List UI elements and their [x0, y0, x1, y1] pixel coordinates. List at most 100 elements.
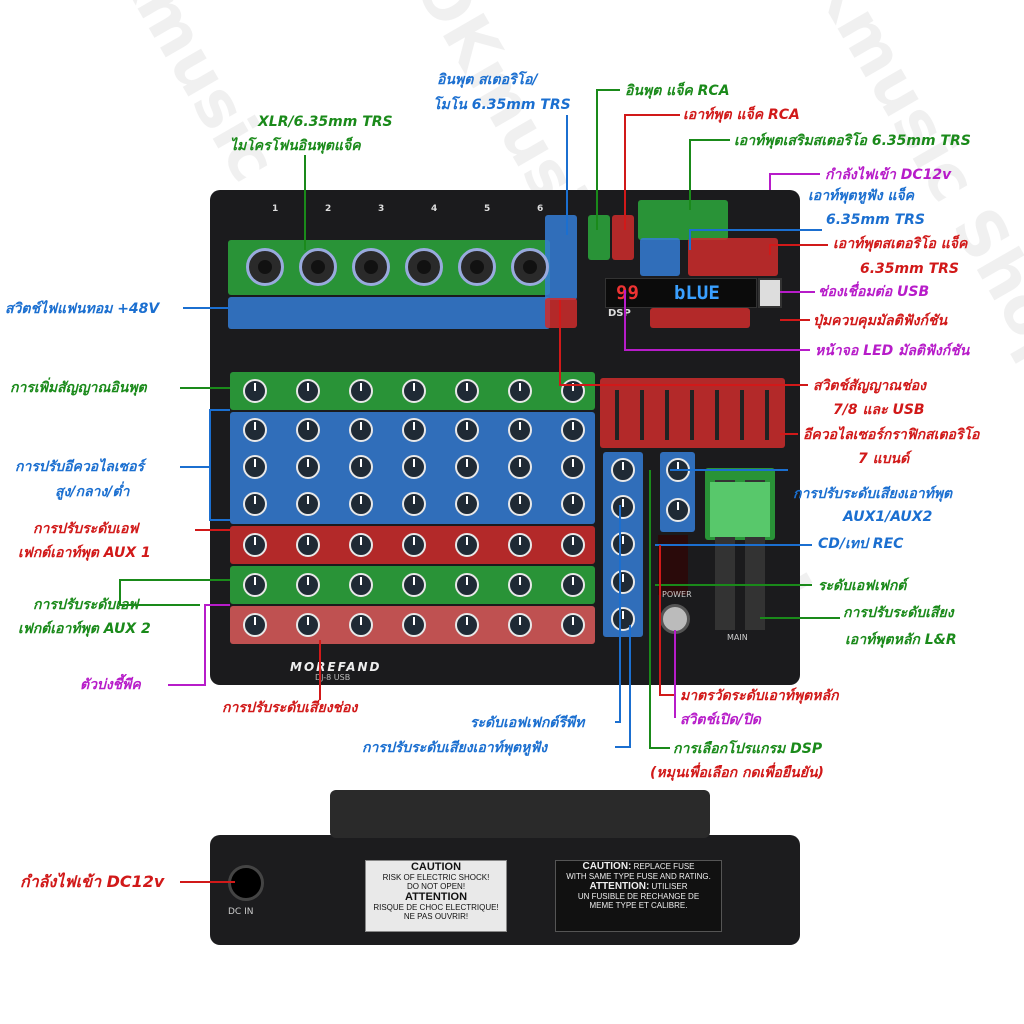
aux1-knob[interactable]	[508, 533, 532, 557]
eq-low-knob[interactable]	[455, 492, 479, 516]
attention-fuse-text: UTILISER	[651, 882, 688, 891]
eq-mid-knob[interactable]	[561, 455, 585, 479]
xlr-jack[interactable]	[352, 248, 390, 286]
cd-tape-knob[interactable]	[611, 570, 635, 594]
mixer-top-view: 1 2 3 4 5 6 99 bLUE DSP	[210, 190, 800, 685]
aux1-knob[interactable]	[296, 533, 320, 557]
eq-slider[interactable]	[690, 390, 694, 440]
xlr-jack[interactable]	[246, 248, 284, 286]
eq-low-knob[interactable]	[349, 492, 373, 516]
aux2-knob[interactable]	[243, 573, 267, 597]
level-knob[interactable]	[508, 613, 532, 637]
xlr-jack[interactable]	[299, 248, 337, 286]
fx-aux2-label: เฟกต์เอาท์พุต AUX 2	[18, 621, 151, 637]
aux-level-label: AUX1/AUX2	[843, 509, 933, 525]
dc-in-jack[interactable]	[228, 865, 264, 901]
aux-send-zone	[638, 200, 728, 240]
attention-fuse-text: UN FUSIBLE DE RECHANGE DE	[577, 892, 700, 901]
level-knob[interactable]	[243, 613, 267, 637]
caution-title: CAUTION	[410, 861, 462, 873]
level-knob[interactable]	[296, 613, 320, 637]
rca-output-label: เอาท์พุต แจ็ค RCA	[683, 107, 800, 123]
model-name: DJ-8 USB	[315, 673, 351, 682]
gain-knob[interactable]	[455, 379, 479, 403]
eq-low-knob[interactable]	[243, 492, 267, 516]
gain-knob[interactable]	[243, 379, 267, 403]
channel-number: 3	[378, 204, 385, 214]
channel-number: 5	[484, 204, 491, 214]
eq-high-knob[interactable]	[402, 418, 426, 442]
aux1-out-knob[interactable]	[666, 458, 690, 482]
aux1-knob[interactable]	[349, 533, 373, 557]
caution-text: DO NOT OPEN!	[406, 882, 466, 891]
xlr-jack[interactable]	[405, 248, 443, 286]
aux1-knob[interactable]	[455, 533, 479, 557]
aux1-knob[interactable]	[243, 533, 267, 557]
fx-repeat-knob[interactable]	[611, 495, 635, 519]
eq-high-knob[interactable]	[349, 418, 373, 442]
repeat-level-label: ระดับเอฟเฟกต์รีพีท	[470, 715, 585, 731]
aux1-knob[interactable]	[402, 533, 426, 557]
dsp-effect-name: bLUE	[674, 282, 720, 304]
eq-slider[interactable]	[715, 390, 719, 440]
eq-high-knob[interactable]	[243, 418, 267, 442]
fx-level-knob[interactable]	[611, 532, 635, 556]
aux2-knob[interactable]	[296, 573, 320, 597]
eq-low-knob[interactable]	[561, 492, 585, 516]
eq-slider[interactable]	[765, 390, 769, 440]
phones-knob[interactable]	[611, 607, 635, 631]
eq-slider[interactable]	[740, 390, 744, 440]
eq-mid-knob[interactable]	[296, 455, 320, 479]
xlr-jack[interactable]	[511, 248, 549, 286]
aux2-knob[interactable]	[349, 573, 373, 597]
level-knob[interactable]	[561, 613, 585, 637]
gain-knob[interactable]	[402, 379, 426, 403]
power-switch[interactable]	[660, 604, 690, 634]
eq-slider[interactable]	[615, 390, 619, 440]
aux2-knob[interactable]	[508, 573, 532, 597]
rca-zone	[588, 215, 610, 260]
aux2-knob[interactable]	[455, 573, 479, 597]
fader-cap[interactable]	[740, 482, 770, 537]
main-meter-label: มาตรวัดระดับเอาท์พุตหลัก	[680, 688, 839, 704]
eq-slider[interactable]	[665, 390, 669, 440]
eq-mid-knob[interactable]	[402, 455, 426, 479]
aux1-knob[interactable]	[561, 533, 585, 557]
eq-mid-knob[interactable]	[455, 455, 479, 479]
eq-adjust-label: สูง/กลาง/ต่ำ	[55, 484, 130, 500]
level-knob[interactable]	[402, 613, 426, 637]
fader-cap[interactable]	[710, 482, 740, 537]
gain-knob[interactable]	[508, 379, 532, 403]
xlr-jack[interactable]	[458, 248, 496, 286]
stereo-mono-input-label: อินพุต สเตอริโอ/	[437, 72, 538, 88]
mixer-rear-view: DC IN CAUTION RISK OF ELECTRIC SHOCK! DO…	[210, 835, 800, 945]
eq-high-knob[interactable]	[561, 418, 585, 442]
eq-high-knob[interactable]	[455, 418, 479, 442]
level-knob[interactable]	[455, 613, 479, 637]
level-meter	[658, 535, 688, 595]
eq-mid-knob[interactable]	[508, 455, 532, 479]
eq-high-knob[interactable]	[296, 418, 320, 442]
aux-output-label: เอาท์พุตเสริมสเตอริโอ 6.35mm TRS	[734, 133, 971, 149]
channel-number: 1	[272, 204, 279, 214]
gain-knob[interactable]	[349, 379, 373, 403]
eq-low-knob[interactable]	[296, 492, 320, 516]
gain-knob[interactable]	[296, 379, 320, 403]
attention-fuse: ATTENTION: UTILISER	[556, 881, 721, 892]
eq-low-knob[interactable]	[402, 492, 426, 516]
caution-sticker-1: CAUTION RISK OF ELECTRIC SHOCK! DO NOT O…	[365, 860, 507, 932]
level-knob[interactable]	[349, 613, 373, 637]
aux2-out-knob[interactable]	[666, 498, 690, 522]
dsp-select-knob[interactable]	[611, 458, 635, 482]
eq-slider[interactable]	[640, 390, 644, 440]
fx-aux1-label: การปรับระดับเอฟ	[33, 521, 139, 537]
eq-mid-knob[interactable]	[349, 455, 373, 479]
usb-port[interactable]	[758, 278, 782, 308]
eq-mid-knob[interactable]	[243, 455, 267, 479]
gain-knob[interactable]	[561, 379, 585, 403]
eq-high-knob[interactable]	[508, 418, 532, 442]
aux2-knob[interactable]	[402, 573, 426, 597]
aux2-knob[interactable]	[561, 573, 585, 597]
eq-low-knob[interactable]	[508, 492, 532, 516]
caution-fuse-title: CAUTION:	[582, 861, 632, 872]
